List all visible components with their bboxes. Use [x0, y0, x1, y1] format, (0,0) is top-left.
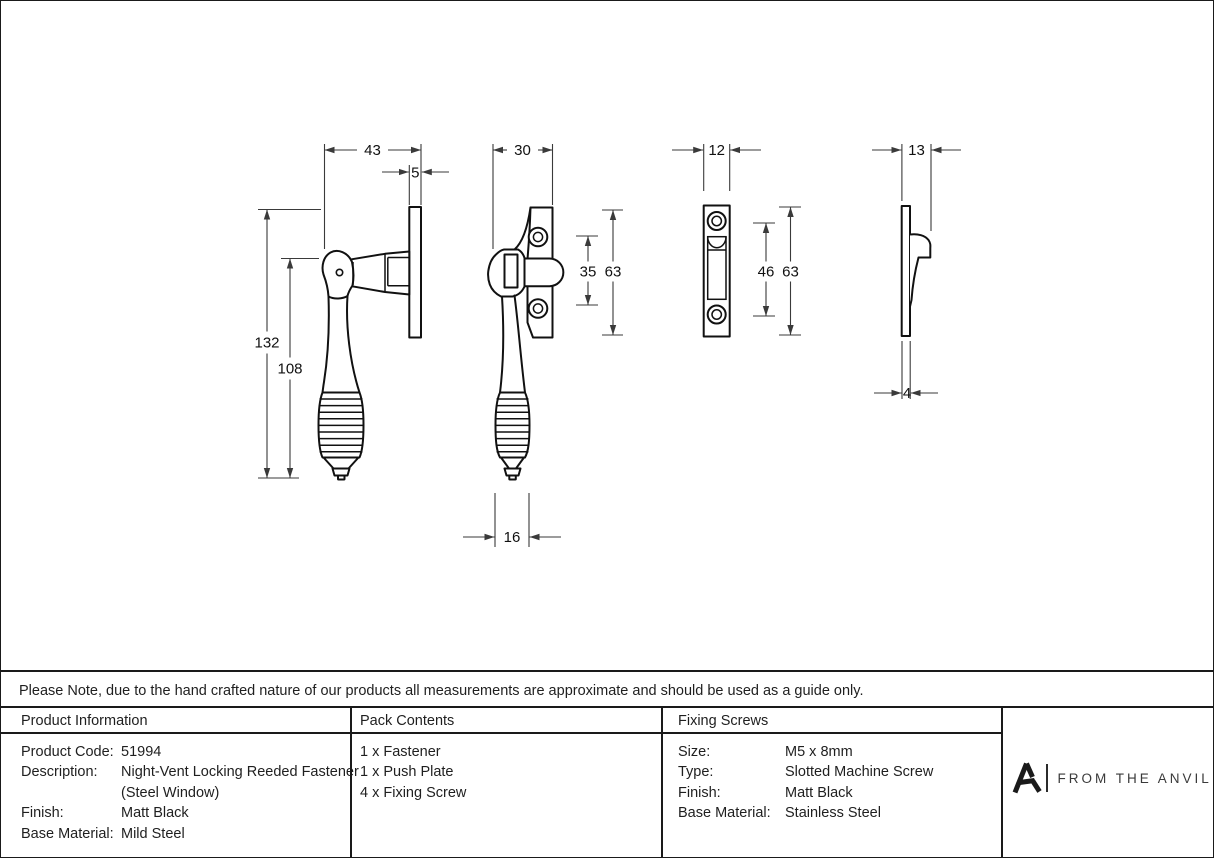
- screw-hole: [706, 304, 727, 325]
- divider: [1, 706, 1213, 708]
- dimension-label: 12: [708, 142, 725, 159]
- product-information-header: Product Information: [21, 712, 148, 729]
- screw-hole: [527, 226, 549, 248]
- field-label: Finish:: [21, 805, 64, 821]
- dimension-label: 13: [908, 142, 925, 159]
- view-keep-front: 12 46 63: [672, 142, 801, 338]
- pivot-hole: [335, 268, 344, 277]
- dimension-label: 46: [758, 264, 775, 281]
- dimension-label: 108: [277, 361, 302, 378]
- brand-name: FROM THE ANVIL: [1057, 770, 1212, 786]
- description-value: Night-Vent Locking Reeded Fastener: [121, 764, 359, 780]
- field-label: Base Material:: [678, 805, 771, 821]
- field-label: Product Code:: [21, 743, 114, 760]
- field-label: Type:: [678, 764, 714, 780]
- screw-size-value: M5 x 8mm: [785, 743, 853, 760]
- technical-drawing: 43 5 132 108: [254, 142, 961, 547]
- keep-catch-profile: [909, 233, 932, 307]
- base-material-value: Mild Steel: [121, 825, 185, 842]
- logo-divider: [1046, 764, 1048, 792]
- pack-item: 1 x Fastener: [360, 743, 441, 760]
- description-value-line2: (Steel Window): [121, 784, 220, 801]
- dimension-label: 43: [364, 142, 381, 159]
- keep-plate-side: [900, 205, 912, 337]
- finish-value: Matt Black: [121, 805, 189, 821]
- grip-reeding-lines: [496, 398, 529, 453]
- field-label: Finish:: [678, 784, 721, 801]
- dimension-label: 30: [514, 142, 531, 159]
- view-fastener-side: 43 5 132 108: [254, 142, 449, 481]
- column-divider: [1000, 708, 1003, 857]
- dimension-label: 4: [903, 385, 911, 402]
- dimension-label: 63: [782, 264, 799, 281]
- pack-contents-header: Pack Contents: [360, 712, 455, 729]
- column-divider: [661, 708, 663, 857]
- dimension-label: 16: [504, 529, 521, 546]
- backplate-side: [408, 206, 422, 339]
- dimension-label: 63: [605, 264, 622, 281]
- keep-slot: [706, 235, 727, 301]
- screw-type-value: Slotted Machine Screw: [785, 764, 934, 780]
- screw-finish-value: Matt Black: [785, 784, 853, 801]
- screw-material-value: Stainless Steel: [785, 805, 881, 821]
- divider: [1, 670, 1213, 672]
- field-label: Size:: [678, 743, 711, 760]
- dimension-label: 5: [411, 165, 419, 182]
- dimension-label: 132: [254, 335, 279, 352]
- pack-item: 4 x Fixing Screw: [360, 784, 467, 801]
- latch-nose: [523, 257, 565, 288]
- view-keep-side: 13 4: [872, 142, 961, 402]
- product-code-value: 51994: [121, 743, 162, 760]
- screw-hole: [706, 211, 727, 231]
- column-divider: [349, 708, 352, 857]
- divider: [1, 732, 1002, 734]
- screw-hole: [527, 298, 549, 319]
- field-label: Description:: [21, 764, 98, 780]
- pack-item: 1 x Push Plate: [360, 764, 454, 780]
- anvil-monogram-icon: [1012, 762, 1042, 794]
- handle-tip: [508, 474, 517, 481]
- field-label: Base Material:: [21, 825, 114, 842]
- view-fastener-front: 30 35 63 16: [463, 142, 623, 547]
- brand-logo: FROM THE ANVIL: [1012, 761, 1212, 795]
- measurement-disclaimer: Please Note, due to the hand crafted nat…: [19, 683, 864, 699]
- handle-tip: [337, 474, 346, 481]
- fixing-screws-header: Fixing Screws: [678, 712, 769, 729]
- dimension-label: 35: [580, 264, 597, 281]
- grip-reeding-lines: [319, 398, 363, 453]
- locking-slot: [503, 253, 519, 289]
